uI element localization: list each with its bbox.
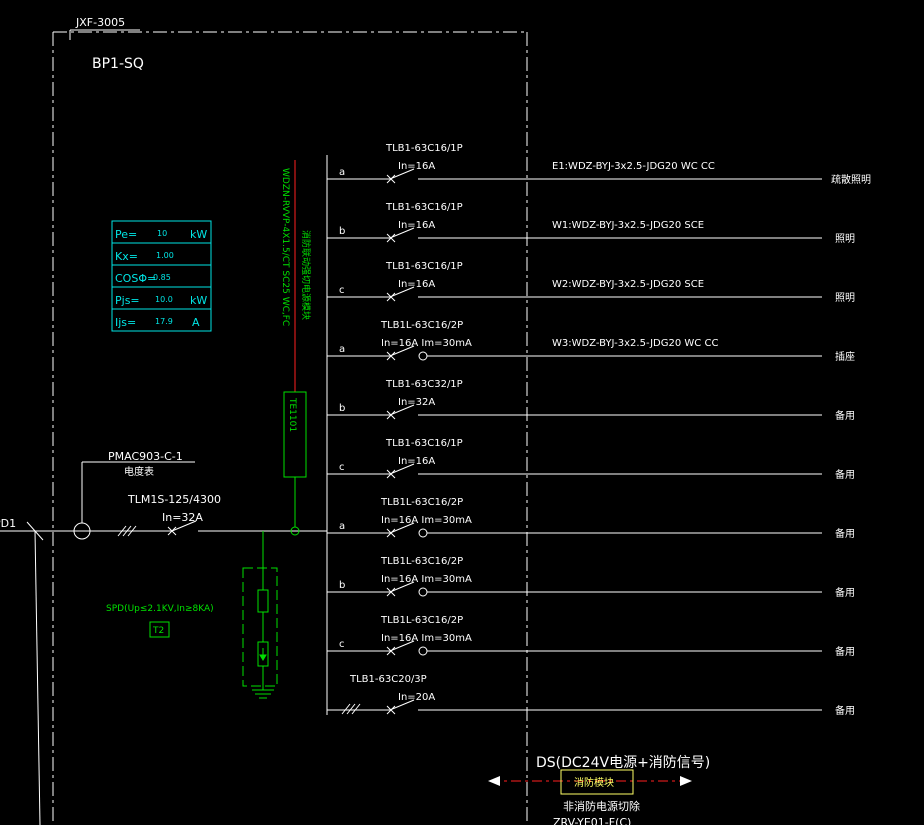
circuit-row: b TLB1-63C32/1P In=32A 备用 [327,379,855,422]
load-name: 备用 [835,586,855,599]
meter-name: 电度表 [124,465,154,478]
param-unit: kW [190,294,207,307]
load-name: 备用 [835,704,855,717]
parameter-table: Pe= 10 kW Kx= 1.00 COSΦ= 0.85 Pjs= 10.0 … [111,220,212,332]
breaker-model: TLB1-63C16/1P [385,438,463,449]
load-name: 疏散照明 [831,173,871,186]
cable-spec: W2:WDZ-BYJ-3x2.5-JDG20 SCE [552,279,704,290]
source-label: PD1 [0,517,16,530]
phase-label: c [339,285,345,296]
circuit-row: c TLB1L-63C16/2P In=16A Im=30mA 备用 [327,615,855,658]
cable-spec: W1:WDZ-BYJ-3x2.5-JDG20 SCE [552,220,704,231]
circuit-row: b TLB1L-63C16/2P In=16A Im=30mA 备用 [327,556,855,599]
param-value: 17.9 [155,317,173,326]
param-unit: A [192,316,200,329]
param-label: COSΦ= [115,272,156,285]
circuit-row: a TLB1L-63C16/2P In=16A Im=30mA 备用 [327,497,855,540]
param-value: 10.0 [155,295,173,304]
ds-note1: 非消防电源切除 [563,799,640,813]
param-label: Pe= [115,228,137,241]
breaker-model: TLB1-63C16/1P [385,143,463,154]
circuit-row: c TLB1-63C16/1P In=16A W2:WDZ-BYJ-3x2.5-JDG… [327,261,855,304]
main-breaker-rating: In=32A [162,511,203,524]
ds-title: DS(DC24V电源+消防信号) [536,755,710,771]
circuit-row: TLB1-63C20/3P In=20A 备用 [327,674,855,717]
fire-cable-text: WDZN-RVVP-4X1.5/CT SC25 WC,FC [280,168,290,326]
param-value: 1.00 [156,251,174,260]
load-name: 备用 [835,409,855,422]
param-value: 10 [157,229,167,238]
phase-label: b [339,226,345,237]
load-name: 照明 [835,292,855,304]
param-label: Ijs= [115,316,136,329]
param-value: 0.85 [153,273,171,282]
phase-label: b [339,403,345,414]
spd-class: T2 [152,626,164,636]
meter-model: PMAC903-C-1 [108,450,183,463]
breaker-rating: In=16A Im=30mA [381,574,472,585]
breaker-model: TLB1-63C32/1P [385,379,463,390]
circuit-row: a TLB1L-63C16/2P In=16A Im=30mA W3:WDZ-BYJ-… [327,320,855,363]
load-name: 备用 [835,468,855,481]
cable-spec: E1:WDZ-BYJ-3x2.5-JDG20 WC CC [552,161,715,172]
spd-label: SPD(Up≤2.1KV,In≥8KA) [106,604,214,614]
ds-module: 消防模块 [574,776,614,789]
fire-cable-note: 消防联动强切电源模块 [300,230,312,320]
breaker-rating: In=16A Im=30mA [381,338,472,349]
load-name: 插座 [835,350,855,363]
phase-label: b [339,580,345,591]
spd-branch [149,531,278,699]
fire-feed [283,160,307,536]
circuit-row: b TLB1-63C16/1P In=16A W1:WDZ-BYJ-3x2.5-JDG… [327,202,855,245]
phase-label: a [339,344,345,355]
phase-label: a [339,521,345,532]
incoming-feeder [0,461,327,825]
circuit-row: a TLB1-63C16/1P In=16A E1:WDZ-BYJ-3x2.5-JDG… [327,143,871,186]
breaker-model: TLB1L-63C16/2P [380,556,463,567]
phase-label: a [339,167,345,178]
load-name: 备用 [835,527,855,540]
breaker-rating: In=16A [398,279,435,290]
breaker-model: TLB1-63C16/1P [385,202,463,213]
phase-label: c [339,462,345,473]
breaker-model: TLB1L-63C16/2P [380,320,463,331]
panel-name: BP1-SQ [92,56,144,72]
breaker-rating: In=16A Im=30mA [381,515,472,526]
param-label: Pjs= [115,294,140,307]
breaker-model: TLB1-63C20/3P [349,674,427,685]
ds-fire-signal [488,769,692,795]
load-name: 备用 [835,645,855,658]
breaker-rating: In=20A [398,692,435,703]
cable-spec: W3:WDZ-BYJ-3x2.5-JDG20 WC CC [552,338,718,349]
breaker-rating: In=32A [398,397,435,408]
breaker-model: TLB1-63C16/1P [385,261,463,272]
main-breaker-model: TLM1S-125/4300 [127,493,221,506]
ds-note2: ZRV-YE01-F(C) [553,816,631,825]
breaker-rating: In=16A [398,161,435,172]
breaker-rating: In=16A [398,220,435,231]
frame-label: JXF-3005 [75,16,125,29]
panel-enclosure [52,29,528,825]
phase-label: c [339,639,345,650]
breaker-model: TLB1L-63C16/2P [380,497,463,508]
breaker-rating: In=16A [398,456,435,467]
param-unit: kW [190,228,207,241]
breaker-model: TLB1L-63C16/2P [380,615,463,626]
fire-module-label: TE1101 [287,397,297,432]
load-name: 照明 [835,233,855,245]
circuit-row: c TLB1-63C16/1P In=16A 备用 [327,438,855,481]
param-label: Kx= [115,250,138,263]
breaker-rating: In=16A Im=30mA [381,633,472,644]
